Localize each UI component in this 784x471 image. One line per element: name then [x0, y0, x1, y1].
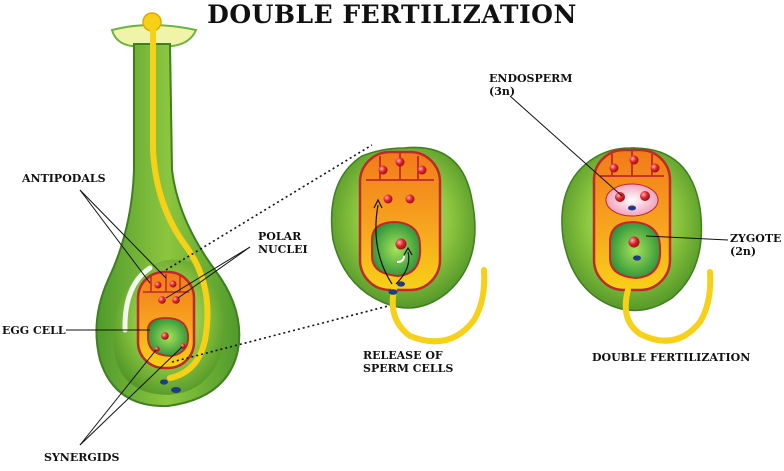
endosperm-nucleus: [615, 192, 625, 202]
egg-nucleus: [395, 238, 407, 250]
label-zygote: ZYGOTE (2n): [730, 232, 782, 258]
antipodal-nucleus: [169, 280, 177, 288]
endosperm-nucleus: [640, 191, 650, 201]
arrow-head: [373, 198, 383, 209]
pistil: [95, 12, 241, 408]
egg-cell: [371, 220, 422, 278]
antipodal-nucleus: [629, 155, 639, 165]
polar-nucleus: [172, 296, 180, 304]
sperm-cell: [388, 289, 398, 295]
sperm-cell: [171, 387, 181, 393]
polar-nucleus: [405, 194, 415, 204]
right-leader-lines: [509, 95, 729, 241]
zygote-nucleus: [628, 236, 640, 248]
label-endosperm: ENDOSPERM (3n): [489, 72, 573, 98]
antipodal-nucleus: [395, 157, 405, 167]
label-polar-nuclei: POLAR NUCLEI: [258, 230, 308, 256]
antipodal-walls: [143, 274, 189, 293]
pollen-tube: [150, 27, 211, 381]
pollen-tube: [622, 269, 714, 344]
antipodal-nucleus: [378, 165, 388, 175]
zygote: [609, 220, 662, 280]
sperm-release-ovule: [330, 146, 488, 345]
ovary-highlight: [122, 265, 153, 333]
label-antipodals: ANTIPODALS: [22, 172, 106, 185]
left-leader-lines: [66, 189, 251, 446]
label-egg-cell: EGG CELL: [2, 324, 66, 337]
sperm-arrow: [395, 251, 410, 285]
fertilized-ovule: [561, 147, 714, 344]
label-synergids: SYNERGIDS: [44, 451, 120, 464]
polar-nucleus: [383, 194, 393, 204]
pollen-tube: [389, 267, 488, 345]
polar-nucleus: [158, 296, 166, 304]
antipodal-nucleus: [154, 281, 162, 289]
antipodal-nucleus: [609, 163, 619, 173]
page-title: DOUBLE FERTILIZATION: [207, 0, 577, 29]
sperm-track: [396, 255, 405, 263]
zoom-lines: [165, 144, 389, 363]
arrow-head: [403, 246, 413, 256]
sperm-cell: [628, 205, 636, 211]
label-double-fertilization: DOUBLE FERTILIZATION: [592, 351, 751, 364]
sperm-cell: [633, 255, 641, 261]
egg-nucleus: [161, 332, 169, 340]
sperm-cell: [397, 281, 405, 287]
sperm-arrow: [375, 204, 393, 285]
label-release-of-sperm-cells: RELEASE OF SPERM CELLS: [363, 349, 454, 375]
antipodal-nucleus: [417, 165, 427, 175]
sperm-cell: [160, 379, 168, 385]
antipodal-nucleus: [650, 163, 660, 173]
